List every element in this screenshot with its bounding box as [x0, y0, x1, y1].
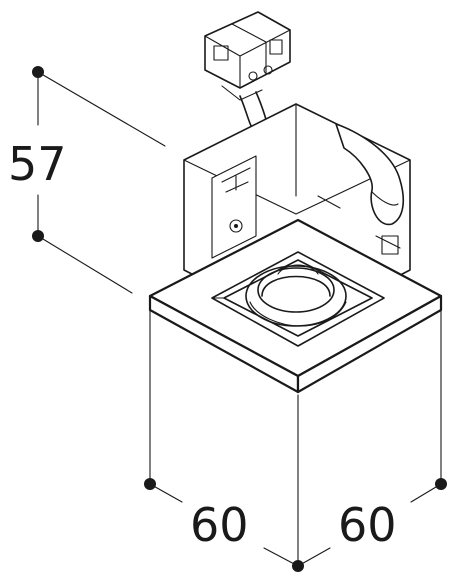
height-dim-extension-top — [37, 71, 166, 147]
width-right-dimension-label: 60 — [338, 498, 397, 552]
spring-clip-right — [335, 123, 405, 226]
height-dim-bottom-dot — [32, 230, 44, 242]
height-dim-top-dot — [32, 66, 44, 78]
center-width-dot — [292, 560, 304, 572]
height-dim-extension-bottom — [37, 235, 133, 294]
right-width-dot — [435, 478, 447, 490]
trim-inner-square-outer — [211, 251, 385, 347]
bracket-t-slot — [221, 167, 251, 193]
left-width-dot — [144, 478, 156, 490]
trim-plate — [148, 218, 443, 394]
bracket-screw — [229, 219, 243, 233]
trim-right-face — [296, 294, 443, 394]
terminal-screw-left — [248, 71, 258, 81]
lamp-shadow-left — [249, 301, 301, 327]
terminal-block — [204, 11, 291, 129]
terminal-block-front — [204, 11, 291, 89]
lamp-dome — [261, 275, 331, 297]
right-width-dim-line — [297, 547, 331, 567]
dimension-lines — [32, 66, 447, 572]
terminal-block-top-edge — [204, 29, 291, 57]
terminal-base — [221, 85, 263, 101]
lamp-reflector — [245, 264, 347, 327]
terminal-screw-right — [263, 65, 273, 75]
lamp-shadow-right — [299, 301, 347, 327]
left-width-dim-line — [149, 483, 183, 503]
left-width-dim-line-lower — [263, 547, 299, 567]
width-left-dimension-label: 60 — [190, 498, 249, 552]
housing-rib-2 — [375, 235, 401, 249]
bracket-screw-center — [234, 224, 238, 228]
spring-clip-right-detail — [371, 191, 399, 206]
housing-rib-1 — [317, 195, 341, 209]
terminal-slot-left — [213, 45, 229, 61]
terminal-slot-right — [269, 39, 283, 55]
height-dimension-label: 57 — [8, 137, 67, 191]
reflector-inner-ring — [257, 267, 335, 313]
lamp-dome-top — [277, 264, 319, 275]
housing-tab — [381, 235, 399, 255]
